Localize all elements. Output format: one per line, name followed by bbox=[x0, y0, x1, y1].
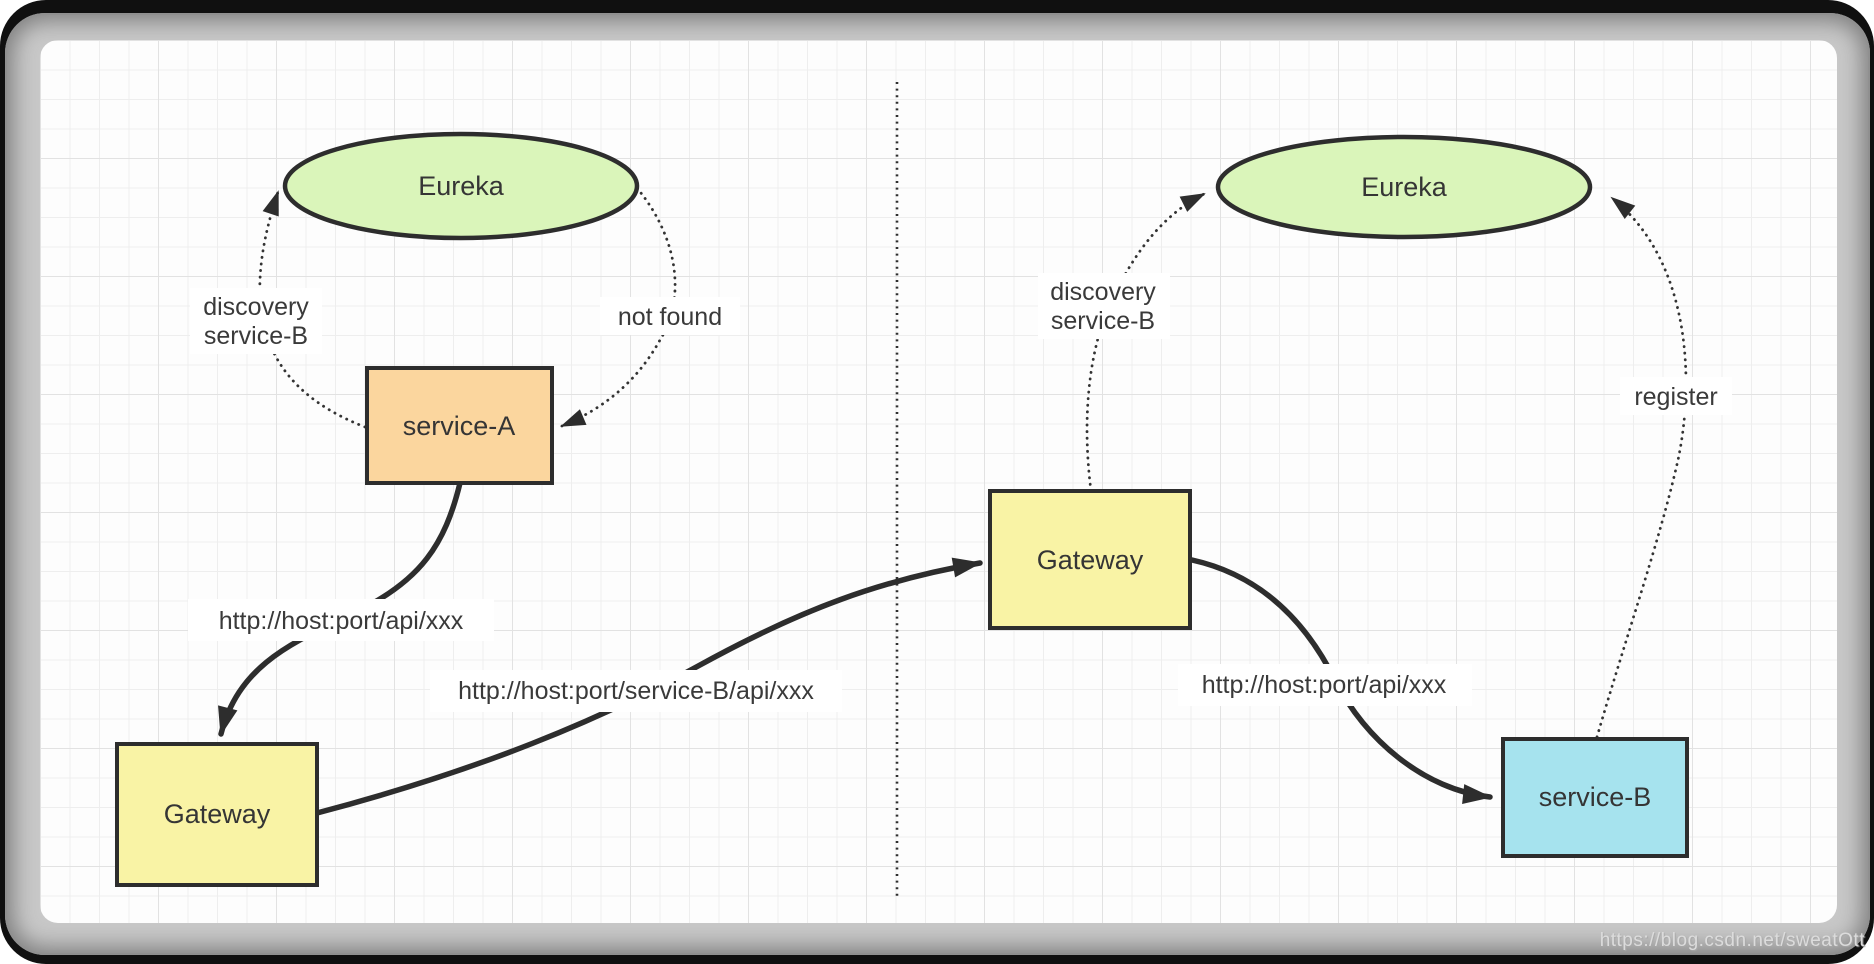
label-discovery-right-line2: service-B bbox=[1051, 307, 1155, 335]
node-eureka-right[interactable]: Eureka bbox=[1215, 134, 1593, 240]
csdn-watermark: https://blog.csdn.net/sweatOtt bbox=[1599, 930, 1865, 951]
label-url-gateway-right-text: http://host:port/api/xxx bbox=[1202, 671, 1447, 699]
label-discovery-right: discovery service-B bbox=[1038, 273, 1170, 339]
service-b-label: service-B bbox=[1539, 782, 1652, 812]
edge-not-found[interactable] bbox=[560, 186, 677, 428]
eureka-right-ellipse[interactable] bbox=[1215, 134, 1593, 240]
diagram-svg: discovery service-B not found http://hos… bbox=[115, 82, 1732, 896]
node-eureka-left[interactable]: Eureka bbox=[282, 131, 640, 241]
label-url-service-route-text: http://host:port/service-B/api/xxx bbox=[458, 677, 814, 705]
gateway-left-label: Gateway bbox=[164, 799, 271, 829]
label-discovery-left: discovery service-B bbox=[190, 288, 322, 354]
edge-register[interactable] bbox=[1595, 196, 1688, 739]
gateway-right-label: Gateway bbox=[1037, 545, 1144, 575]
node-gateway-right[interactable]: Gateway bbox=[988, 489, 1192, 630]
label-bg bbox=[190, 288, 322, 354]
label-bg bbox=[1038, 273, 1170, 339]
label-discovery-right-line1: discovery bbox=[1050, 278, 1156, 306]
label-bg bbox=[430, 670, 842, 712]
node-service-a[interactable]: service-A bbox=[365, 366, 554, 485]
label-not-found: not found bbox=[600, 297, 740, 335]
edge-gateway-to-gateway[interactable] bbox=[314, 557, 983, 816]
label-not-found-text: not found bbox=[618, 303, 722, 331]
label-bg bbox=[1620, 377, 1732, 415]
node-service-b[interactable]: service-B bbox=[1501, 737, 1689, 858]
gateway-right-rect[interactable] bbox=[988, 489, 1192, 630]
eureka-right-label: Eureka bbox=[1361, 172, 1448, 202]
eureka-left-ellipse[interactable] bbox=[282, 131, 640, 241]
label-url-service-route: http://host:port/service-B/api/xxx bbox=[430, 670, 842, 712]
label-bg bbox=[188, 599, 494, 641]
label-bg bbox=[1178, 664, 1472, 706]
label-bg bbox=[600, 297, 740, 335]
label-discovery-left-line2: service-B bbox=[204, 322, 308, 350]
eureka-left-label: Eureka bbox=[418, 171, 505, 201]
label-url-gateway-right: http://host:port/api/xxx bbox=[1178, 664, 1472, 706]
label-register: register bbox=[1620, 377, 1732, 415]
edge-discovery-left[interactable] bbox=[258, 190, 367, 429]
service-a-label: service-A bbox=[403, 411, 516, 441]
node-gateway-left[interactable]: Gateway bbox=[115, 742, 319, 887]
whiteboard-canvas[interactable]: discovery service-B not found http://hos… bbox=[40, 40, 1837, 923]
service-a-rect[interactable] bbox=[365, 366, 554, 485]
gateway-left-rect[interactable] bbox=[115, 742, 319, 887]
label-url-gateway-left-text: http://host:port/api/xxx bbox=[219, 607, 464, 635]
service-b-rect[interactable] bbox=[1501, 737, 1689, 858]
label-register-text: register bbox=[1634, 383, 1717, 411]
label-discovery-left-line1: discovery bbox=[203, 293, 309, 321]
edge-discovery-right[interactable] bbox=[1085, 192, 1206, 493]
label-url-gateway-left: http://host:port/api/xxx bbox=[188, 599, 494, 641]
